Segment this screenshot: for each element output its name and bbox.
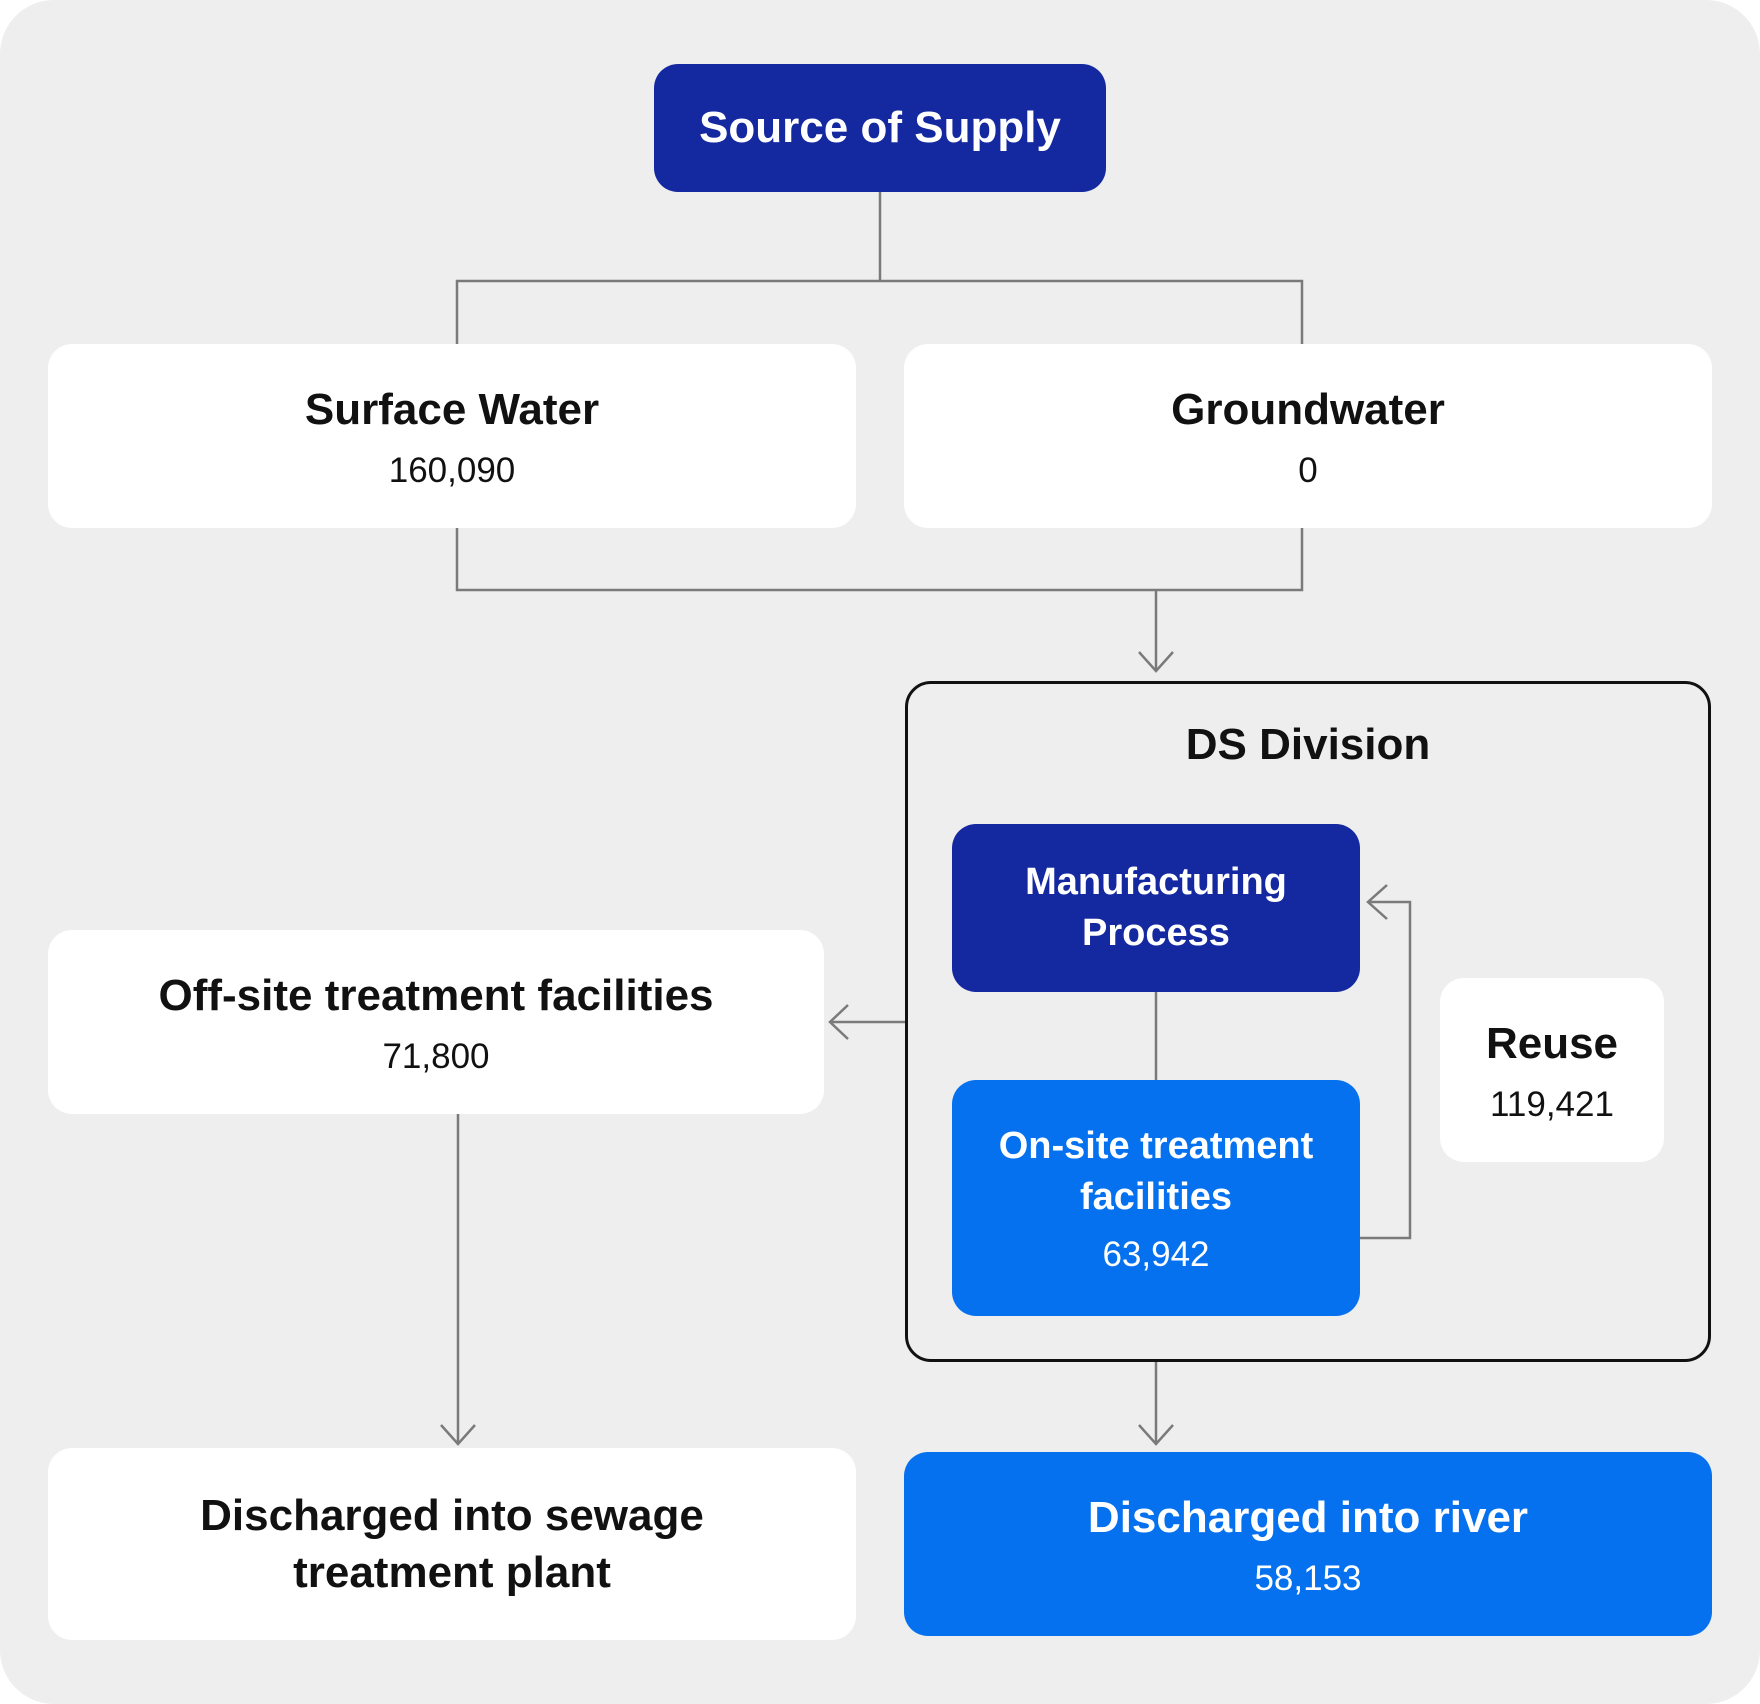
offsite-treatment-value: 71,800 <box>382 1036 490 1076</box>
surface-water-node: Surface Water 160,090 <box>48 344 856 528</box>
sewage-discharge-label: Discharged into sewage treatment plant <box>200 1490 704 1597</box>
groundwater-label: Groundwater <box>1171 385 1445 435</box>
to-division-arrowhead <box>1138 651 1174 673</box>
onsite-treatment-value: 63,942 <box>1102 1235 1210 1275</box>
surface-water-label: Surface Water <box>304 385 600 435</box>
river-discharge-label: Discharged into river <box>1087 1493 1529 1543</box>
river-discharge-value: 58,153 <box>1254 1558 1362 1598</box>
source-branch-connector <box>455 279 1304 344</box>
groundwater-node: Groundwater 0 <box>904 344 1712 528</box>
surface-water-value: 160,090 <box>388 450 516 490</box>
reuse-loop-arrowhead <box>1366 884 1388 920</box>
manufacturing-process-label: Manufacturing Process <box>1025 860 1287 954</box>
source-of-supply-node: Source of Supply <box>654 64 1106 192</box>
source-of-supply-label: Source of Supply <box>699 103 1061 153</box>
to-river-arrowhead <box>1138 1424 1174 1446</box>
onsite-treatment-node: On-site treatment facilities 63,942 <box>952 1080 1360 1316</box>
reuse-node: Reuse 119,421 <box>1440 978 1664 1162</box>
onsite-treatment-label: On-site treatment facilities <box>998 1124 1314 1218</box>
groundwater-value: 0 <box>1298 450 1318 490</box>
ds-division-container: DS Division <box>905 681 1711 1362</box>
sewage-discharge-node: Discharged into sewage treatment plant <box>48 1448 856 1640</box>
ds-division-label: DS Division <box>1185 720 1431 769</box>
inputs-merge-connector <box>455 528 1304 592</box>
manufacturing-process-node: Manufacturing Process <box>952 824 1360 992</box>
reuse-label: Reuse <box>1485 1019 1619 1069</box>
to-sewage-arrowhead <box>440 1424 476 1446</box>
offsite-treatment-node: Off-site treatment facilities 71,800 <box>48 930 824 1114</box>
to-offsite-arrowhead <box>828 1004 849 1040</box>
reuse-value: 119,421 <box>1490 1084 1614 1124</box>
offsite-treatment-label: Off-site treatment facilities <box>158 971 714 1021</box>
reuse-loop-connector <box>1360 900 1412 1240</box>
river-discharge-node: Discharged into river 58,153 <box>904 1452 1712 1636</box>
